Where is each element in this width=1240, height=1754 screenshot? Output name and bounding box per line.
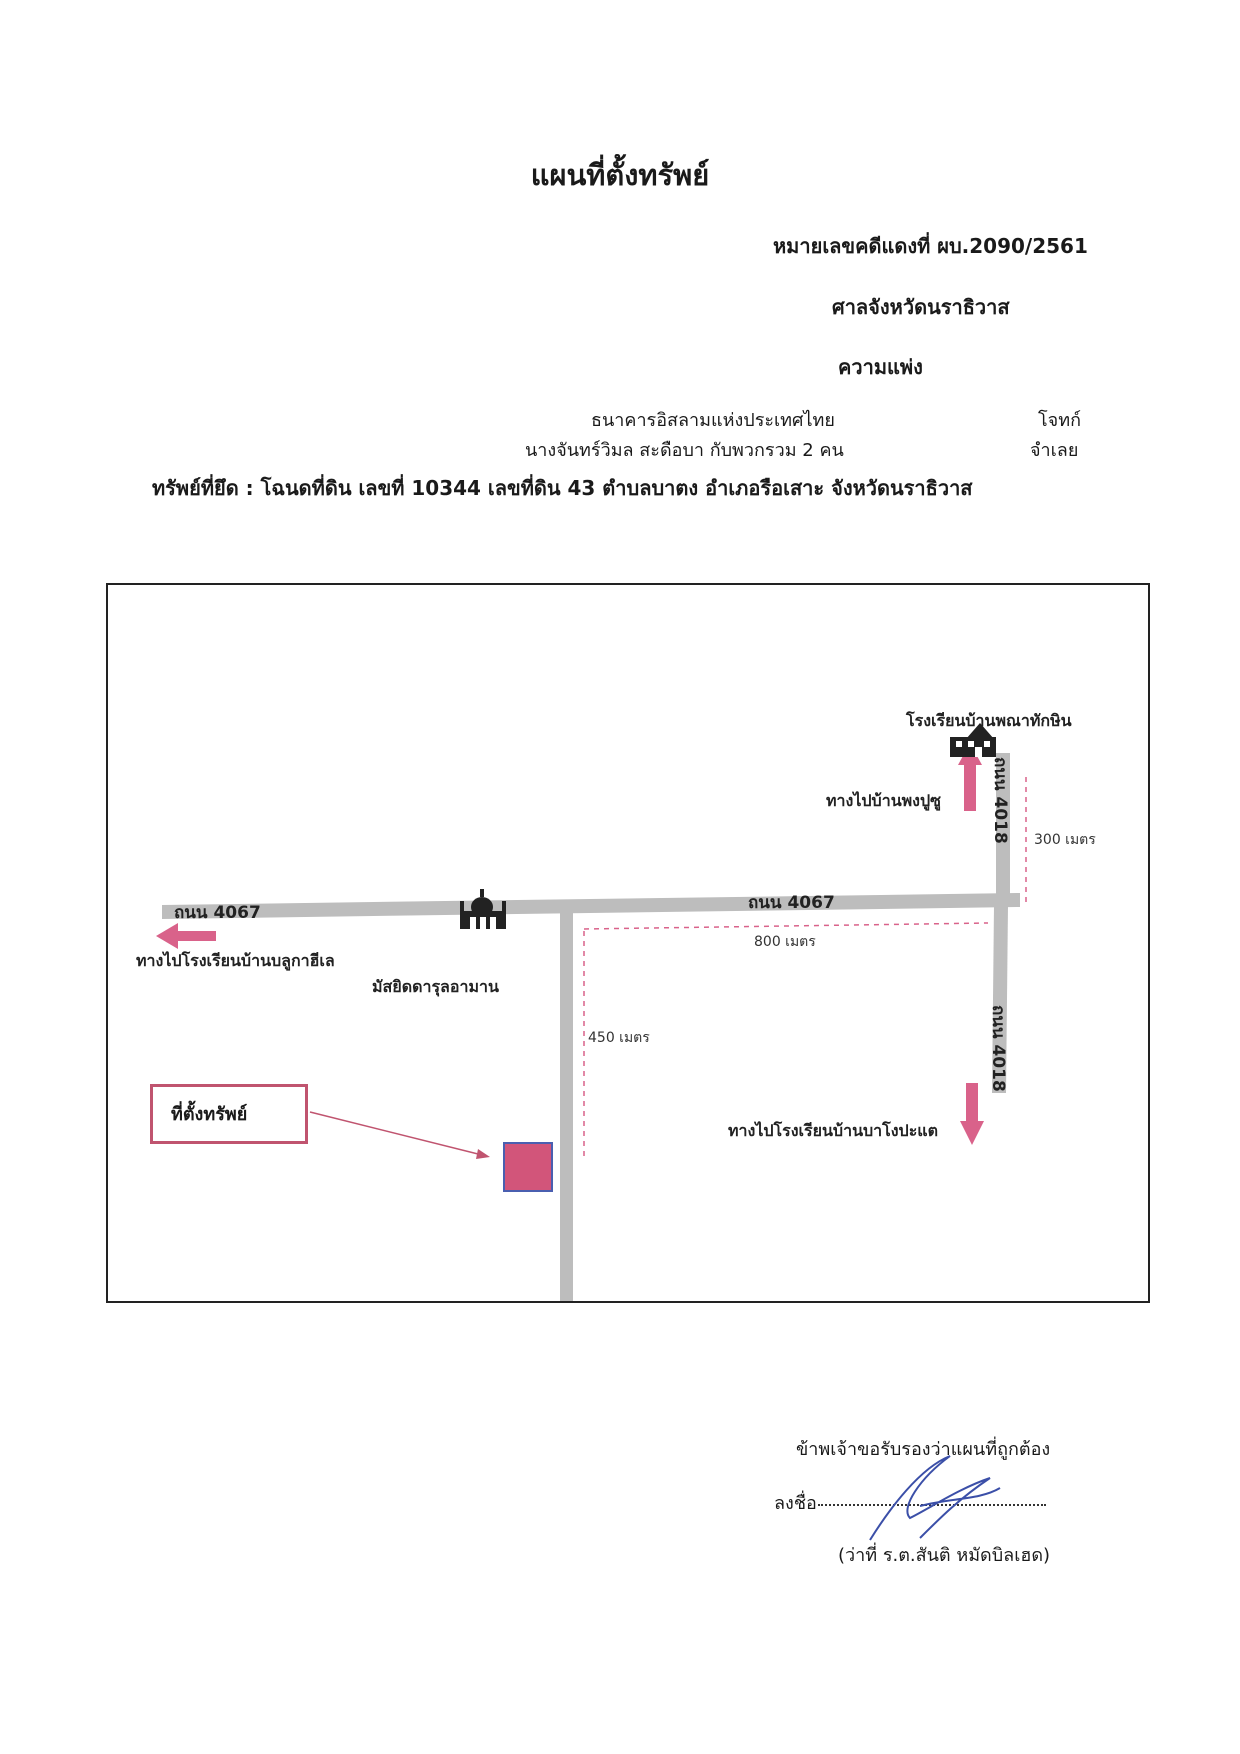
signer-name: (ว่าที่ ร.ต.สันติ หมัดบิลเฮด) bbox=[838, 1545, 1051, 1566]
map-frame: ถนน 4067 ถนน 4067 ถนน 4018 ถนน 4018 โรงเ… bbox=[106, 583, 1150, 1303]
road-4067 bbox=[162, 893, 1020, 919]
to-village-label: ทางไปบ้านพงปูซู bbox=[826, 791, 941, 810]
road-4018-bottom bbox=[992, 905, 1008, 1093]
road-4018-top bbox=[996, 753, 1010, 907]
road-label-4018-top: ถนน 4018 bbox=[990, 757, 1010, 844]
distance-300-label: 300 เมตร bbox=[1034, 832, 1096, 848]
property-parcel bbox=[503, 1142, 553, 1192]
arrow-down-icon bbox=[960, 1083, 984, 1145]
mosque-label: มัสยิดดารุลอามาน bbox=[372, 977, 499, 996]
property-label-box: ที่ตั้งทรัพย์ bbox=[150, 1084, 308, 1144]
distance-450-label: 450 เมตร bbox=[588, 1030, 650, 1046]
road-label-4018-bottom: ถนน 4018 bbox=[988, 1005, 1008, 1092]
signature-mark bbox=[869, 1455, 1001, 1541]
pointer-arrowhead-icon bbox=[476, 1149, 490, 1159]
plaintiff-name: ธนาคารอิสลามแห่งประเทศไทย bbox=[591, 410, 835, 431]
road-label-4067-left: ถนน 4067 bbox=[174, 903, 261, 923]
map-canvas bbox=[156, 723, 1027, 1301]
road-label-4067-right: ถนน 4067 bbox=[748, 893, 835, 913]
certification-statement: ข้าพเจ้าขอรับรองว่าแผนที่ถูกต้อง bbox=[796, 1439, 1051, 1460]
property-pointer bbox=[309, 1111, 483, 1156]
page-title: แผนที่ตั้งทรัพย์ bbox=[530, 158, 710, 192]
school-top-label: โรงเรียนบ้านพณาทักษิน bbox=[906, 711, 1072, 730]
plaintiff-role: โจทก์ bbox=[1038, 410, 1081, 431]
mosque-icon bbox=[460, 889, 506, 929]
defendant-name: นางจันทร์วิมล สะดือบา กับพวกรวม 2 คน bbox=[525, 440, 844, 461]
property-label: ที่ตั้งทรัพย์ bbox=[171, 1104, 248, 1125]
sign-label: ลงชื่อ bbox=[774, 1493, 817, 1514]
case-number: หมายเลขคดีแดงที่ ผบ.2090/2561 bbox=[773, 234, 1088, 258]
dashed-800 bbox=[583, 922, 989, 930]
school-icon bbox=[950, 723, 996, 757]
defendant-role: จำเลย bbox=[1030, 440, 1079, 461]
property-description: ทรัพย์ที่ยึด : โฉนดที่ดิน เลขที่ 10344 เ… bbox=[152, 476, 973, 500]
arrow-left-icon bbox=[156, 923, 216, 949]
road-vertical-left bbox=[560, 913, 573, 1301]
to-school-left-label: ทางไปโรงเรียนบ้านบลูกาฮีเล bbox=[136, 951, 335, 970]
distance-800-label: 800 เมตร bbox=[754, 934, 816, 950]
to-school-bottom-label: ทางไปโรงเรียนบ้านบาโงปะแต bbox=[728, 1121, 938, 1140]
court-name: ศาลจังหวัดนราธิวาส bbox=[832, 295, 1010, 319]
case-type: ความแพ่ง bbox=[838, 355, 923, 379]
